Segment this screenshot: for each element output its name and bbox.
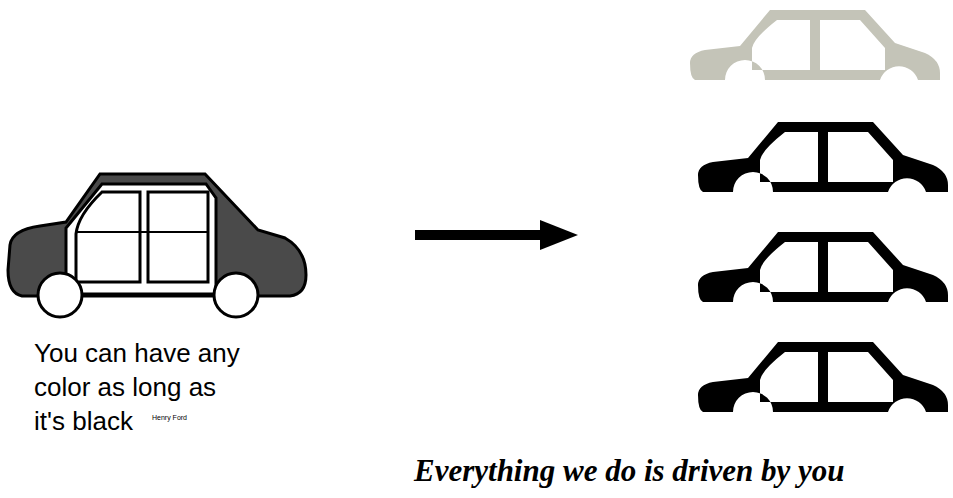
slogan-text: Everything we do is driven by you	[414, 452, 953, 490]
faded-car-shell	[690, 10, 940, 80]
arrow-head	[540, 220, 578, 250]
wheel	[38, 273, 82, 317]
quote-author: Henry Ford	[152, 413, 212, 422]
car-cabin	[66, 184, 216, 294]
car-shell	[698, 122, 948, 192]
arrow-shaft	[415, 230, 543, 240]
wheel	[214, 273, 258, 317]
car-shell	[698, 342, 948, 412]
black-car	[8, 174, 306, 317]
quote-text: You can have any color as long as it's b…	[34, 336, 246, 438]
door-line	[76, 231, 208, 233]
front-window	[76, 192, 140, 282]
arrow	[415, 220, 578, 250]
car-shell	[698, 232, 948, 302]
rear-window	[148, 192, 208, 282]
